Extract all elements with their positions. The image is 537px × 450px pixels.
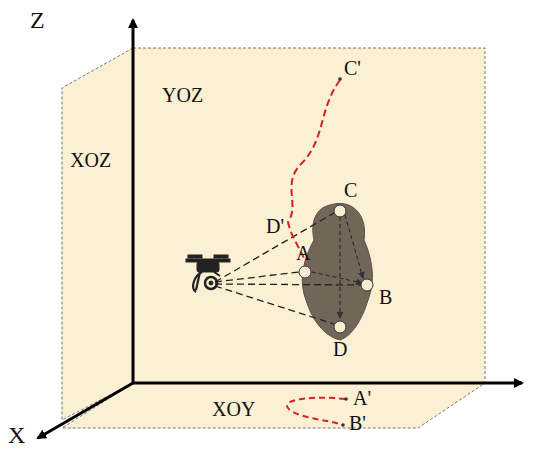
axis-or-point-label: D — [333, 339, 347, 359]
axis-or-point-label: B — [379, 287, 392, 307]
leaf-shape — [302, 203, 372, 340]
leaf-arrows — [312, 215, 363, 318]
axis-or-point-label: X — [8, 423, 25, 447]
axis-or-point-label: A — [296, 243, 310, 263]
axis-or-point-label: C' — [344, 58, 361, 78]
axis-or-point-label: D' — [266, 216, 284, 236]
axis-or-point-label: Z — [30, 8, 45, 32]
yoz-projection-curve — [288, 80, 340, 262]
x-axis — [38, 383, 133, 438]
yoz-plane — [133, 48, 485, 383]
sight-lines — [215, 213, 361, 324]
axis-or-point-label: XOZ — [70, 150, 111, 170]
axis-or-point-label: B' — [349, 413, 366, 433]
key-points — [299, 205, 373, 333]
xoy-plane — [62, 383, 485, 428]
axis-or-point-label: A' — [353, 388, 371, 408]
axis-or-point-label: YOZ — [162, 85, 203, 105]
z-axis — [132, 20, 135, 383]
xoy-projection-curve — [287, 398, 345, 425]
axis-or-point-label: C — [344, 180, 357, 200]
y-axis — [133, 382, 522, 385]
axis-or-point-label: XOY — [212, 399, 255, 419]
drone-icon — [186, 255, 230, 292]
xoz-plane — [62, 48, 133, 420]
